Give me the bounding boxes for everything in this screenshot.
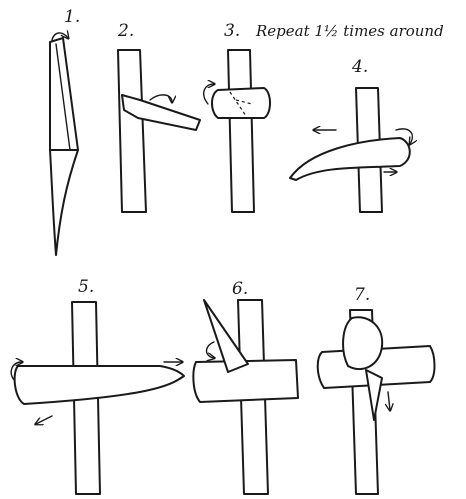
palm-strip-tail [50, 150, 78, 255]
tuck-arrow [388, 392, 390, 410]
vertical-palm-strip [118, 50, 146, 212]
step-7-label: 7. [354, 285, 370, 305]
step-7: 7. [318, 285, 435, 494]
tuck-arrow [36, 416, 52, 424]
step-5-label: 5. [78, 277, 94, 297]
step-3-note: Repeat 1½ times around [255, 22, 444, 40]
step-4: 4. [290, 57, 412, 212]
step-6: 6. [193, 279, 298, 494]
step-2-label: 2. [117, 21, 134, 41]
step-1: 1. [50, 7, 80, 255]
step-1-label: 1. [64, 7, 80, 27]
wrapped-band [212, 88, 270, 118]
step-4-label: 4. [351, 57, 368, 77]
wrapping-band [290, 138, 410, 180]
fold-arrow [207, 342, 215, 358]
step-5: 5. [11, 277, 184, 494]
horizontal-palm-strip [15, 366, 184, 404]
step-6-label: 6. [232, 279, 248, 299]
wrap-arrow [150, 95, 172, 102]
horizontal-palm-strip [193, 360, 298, 402]
knot-loop [343, 317, 382, 369]
step-3: 3. Repeat 1½ times around [204, 21, 444, 212]
palm-strip-folded [50, 38, 78, 150]
vertical-palm-strip [228, 50, 254, 212]
step-3-label: 3. [224, 21, 240, 41]
step-2: 2. [117, 21, 200, 212]
